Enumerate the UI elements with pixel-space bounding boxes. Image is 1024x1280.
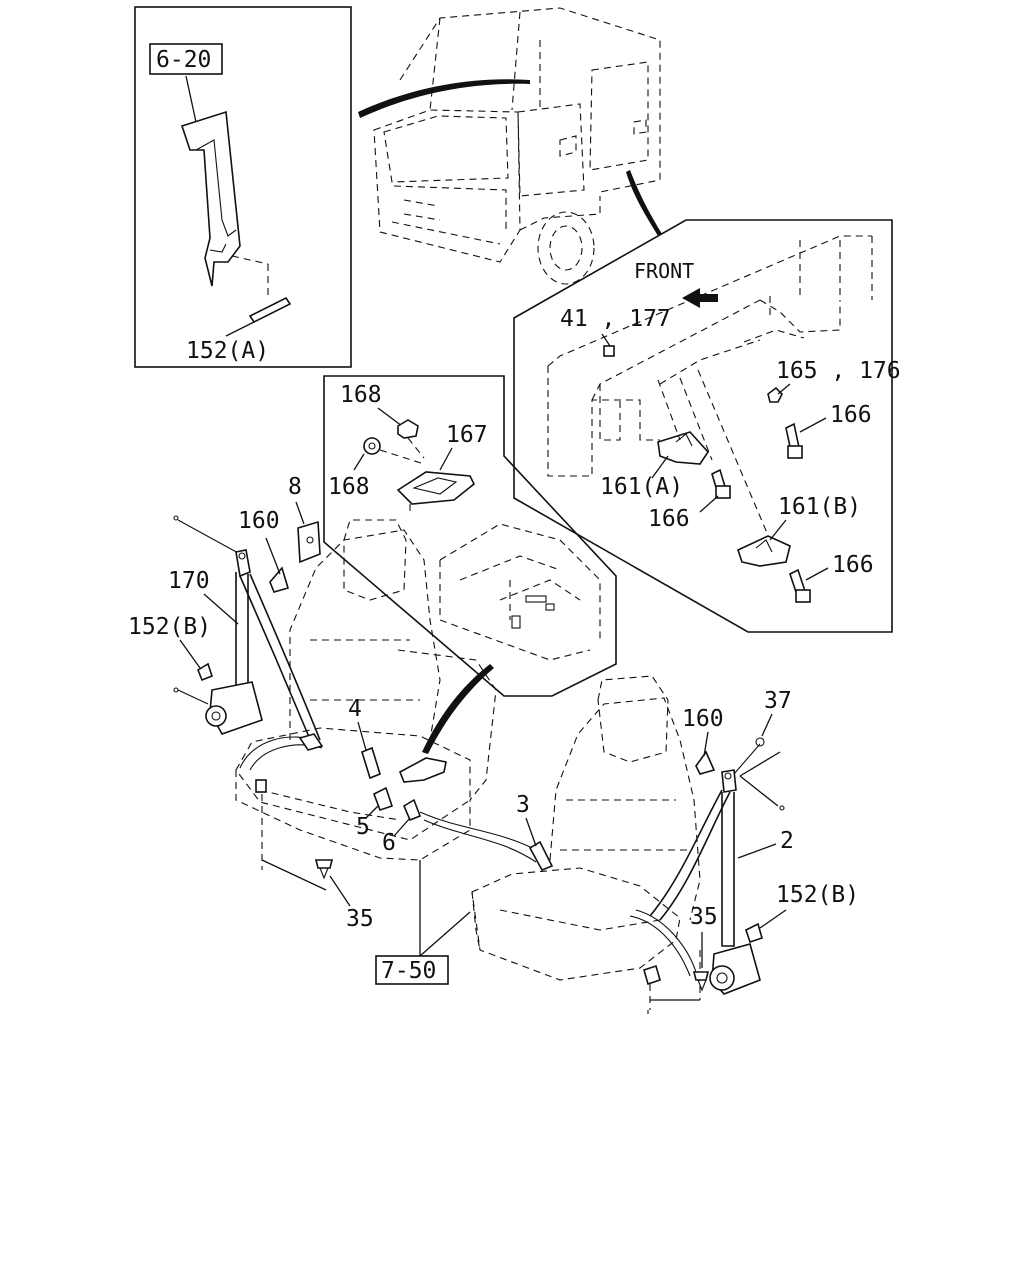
part-label-4: 4 xyxy=(348,696,362,722)
truck-cab-overview xyxy=(358,7,662,285)
part-label-2: 2 xyxy=(780,828,794,854)
part-label-168-top: 168 xyxy=(340,382,382,408)
ref-7-50-group: 7-50 xyxy=(375,860,471,985)
part-label-3: 3 xyxy=(516,792,530,818)
clip-35-right-part xyxy=(692,971,710,981)
front-arrow-icon xyxy=(682,288,718,308)
inset-buckle-bracket: 168 168 167 xyxy=(323,375,617,754)
part-label-8: 8 xyxy=(288,474,302,500)
part-label-152a: 152(A) xyxy=(186,338,269,364)
ref-label-6-20: 6-20 xyxy=(156,47,211,73)
part-label-170: 170 xyxy=(168,568,210,594)
part-label-160-left: 160 xyxy=(238,508,280,534)
anchor-bolt-left-part xyxy=(255,779,267,793)
buckle-bracket-167-part xyxy=(396,471,476,505)
buckle-3-part xyxy=(528,840,554,872)
buckle-5-part xyxy=(372,786,394,812)
part-label-166-c: 166 xyxy=(832,552,874,578)
anchor-bolt-right-part xyxy=(643,964,661,986)
inset-pillar-trim: 6-20 152(A) xyxy=(134,6,352,368)
sweep-arrow-cab xyxy=(358,79,530,118)
part-label-161b: 161(B) xyxy=(778,494,861,520)
part-label-165-176: 165 , 176 xyxy=(776,358,901,384)
right-retractor: 160 37 2 152(B) 35 xyxy=(629,688,859,1014)
right-seat: 3 xyxy=(471,675,701,981)
ref-label-7-50: 7-50 xyxy=(381,958,436,984)
anchor-plate-161b-part xyxy=(737,535,791,567)
front-label: FRONT xyxy=(634,259,694,283)
clip-35-left-part xyxy=(314,859,334,869)
nut-41-177-part xyxy=(603,345,615,357)
part-label-161a: 161(A) xyxy=(600,474,683,500)
cover-160-right-part xyxy=(695,750,716,775)
part-label-37: 37 xyxy=(764,688,792,714)
ref-box-7-50 xyxy=(375,955,449,985)
buckle-4-part xyxy=(361,746,381,780)
part-label-41-177: 41 , 177 xyxy=(560,306,671,332)
part-label-5: 5 xyxy=(356,814,370,840)
seat-buckle-bracket-part xyxy=(398,757,447,783)
part-label-167: 167 xyxy=(446,422,488,448)
part-label-35-left: 35 xyxy=(346,906,374,932)
inset-floor-anchors: FRONT 41 , 177 165 , 176 166 161(A) xyxy=(513,219,901,633)
part-label-152b-left: 152(B) xyxy=(128,614,211,640)
nut-168-top-part xyxy=(397,419,419,439)
part-label-35-right: 35 xyxy=(690,904,718,930)
cover-8-part xyxy=(297,520,321,564)
ref-box-6-20 xyxy=(149,43,223,75)
clip-152a-part xyxy=(248,296,292,324)
cover-160-left-part xyxy=(269,566,289,593)
buckle-6-part xyxy=(402,798,422,822)
nut-165-176-part xyxy=(767,386,783,403)
left-retractor: 160 8 170 152(B) xyxy=(128,474,324,751)
part-label-6: 6 xyxy=(382,830,396,856)
retractor-belt-2-part xyxy=(721,792,735,947)
clip-152b-left-part xyxy=(197,662,213,682)
anchor-plate-161a-part xyxy=(657,431,710,465)
clip-152b-right-part xyxy=(745,922,763,944)
sweep-arrow-seat xyxy=(422,664,494,754)
part-label-166-b: 166 xyxy=(648,506,690,532)
part-label-152b-right: 152(B) xyxy=(776,882,859,908)
upper-anchor-left-part xyxy=(235,549,251,578)
part-label-160-right: 160 xyxy=(682,706,724,732)
sweep-arrow-floor xyxy=(626,170,662,236)
nut-168-left-part xyxy=(363,437,381,455)
pillar-trim-part xyxy=(180,110,241,287)
part-label-166-a: 166 xyxy=(830,402,872,428)
part-label-168-left: 168 xyxy=(328,474,370,500)
